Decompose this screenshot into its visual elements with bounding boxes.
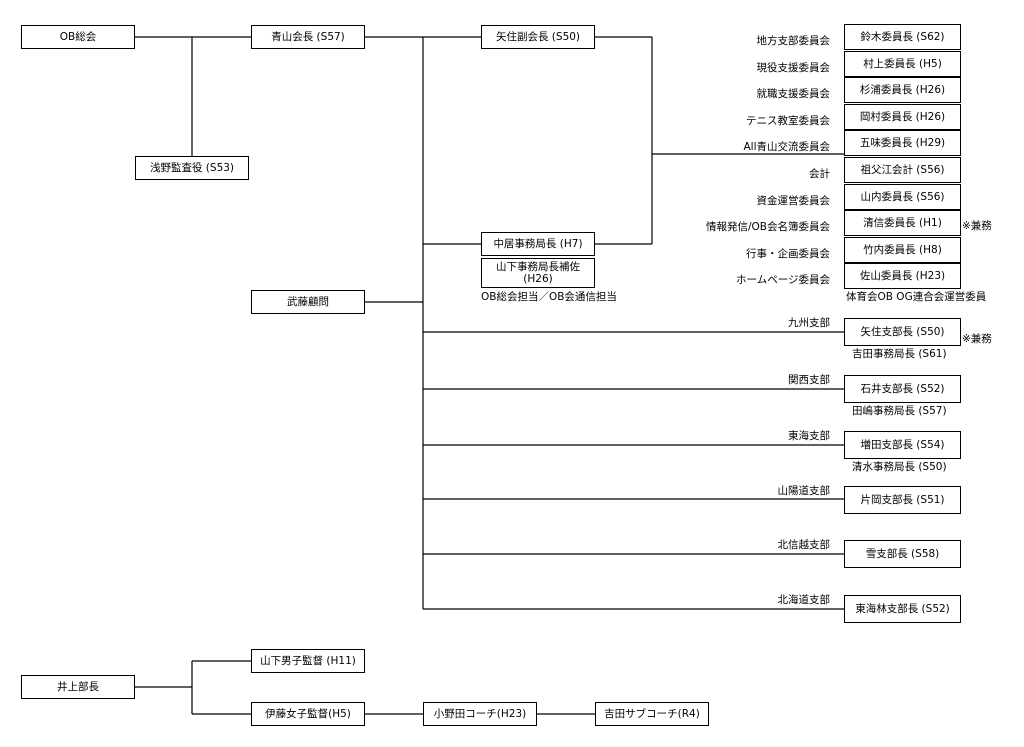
branch-head-box: 雪支部長 (S58) bbox=[844, 540, 961, 568]
committee-name: ホームページ委員会 bbox=[736, 274, 830, 287]
kenmu-note-committee: ※兼務 bbox=[962, 220, 992, 232]
yamashita-assistant-box: 山下事務局長補佐 (H26) bbox=[481, 258, 595, 288]
yamashita-men-coach-box: 山下男子監督 (H11) bbox=[251, 649, 365, 673]
muto-advisor-box: 武藤顧問 bbox=[251, 290, 365, 314]
committee-name: 情報発信/OB会名簿委員会 bbox=[705, 221, 830, 234]
ob-general-meeting-box: OB総会 bbox=[21, 25, 135, 49]
inoue-head-box: 井上部長 bbox=[21, 675, 135, 699]
branch-name: 北海道支部 bbox=[777, 594, 831, 606]
branch-head-box: 矢住支部長 (S50) bbox=[844, 318, 961, 346]
committee-head-box: 杉浦委員長 (H26) bbox=[844, 77, 961, 104]
branch-secretary-label: 田嶋事務局長 (S57) bbox=[852, 405, 947, 417]
nakai-secretary-general-box: 中居事務局長 (H7) bbox=[481, 232, 595, 256]
committee-head-box: 佐山委員長 (H23) bbox=[844, 263, 961, 290]
asano-auditor-box: 浅野監査役 (S53) bbox=[135, 156, 249, 180]
committee-head-box: 山内委員長 (S56) bbox=[844, 183, 961, 210]
branch-head-box: 東海林支部長 (S52) bbox=[844, 595, 961, 623]
committee-head-box: 鈴木委員長 (S62) bbox=[844, 24, 961, 50]
branch-name: 九州支部 bbox=[788, 317, 830, 329]
committee-head-box: 村上委員長 (H5) bbox=[844, 50, 961, 77]
kenmu-note-branch: ※兼務 bbox=[962, 333, 992, 345]
branch-name: 東海支部 bbox=[788, 430, 830, 442]
committee-name: All青山交流委員会 bbox=[743, 141, 830, 154]
aoyama-chair-box: 青山会長 (S57) bbox=[251, 25, 365, 49]
committee-name: 行事・企画委員会 bbox=[746, 247, 830, 260]
taiiku-federation-note: 体育会OB OG連合会運営委員 bbox=[846, 291, 987, 303]
secretary-role-note: OB総会担当／OB会通信担当 bbox=[481, 291, 617, 303]
yazumi-vice-chair-box: 矢住副会長 (S50) bbox=[481, 25, 595, 49]
committee-head-box: 五味委員長 (H29) bbox=[844, 130, 961, 157]
committee-head-box: 竹内委員長 (H8) bbox=[844, 236, 961, 263]
committee-name: 資金運営委員会 bbox=[756, 194, 831, 207]
branch-head-box: 片岡支部長 (S51) bbox=[844, 486, 961, 514]
committee-name: 就職支援委員会 bbox=[756, 88, 831, 101]
ito-women-coach-box: 伊藤女子監督(H5) bbox=[251, 702, 365, 726]
branch-head-box: 石井支部長 (S52) bbox=[844, 375, 961, 403]
branch-name: 山陽道支部 bbox=[777, 485, 831, 497]
yoshida-subcoach-box: 吉田サブコーチ(R4) bbox=[595, 702, 709, 726]
branch-secretary-label: 清水事務局長 (S50) bbox=[852, 461, 947, 473]
committee-name: 地方支部委員会 bbox=[756, 35, 831, 47]
committee-head-box: 岡村委員長 (H26) bbox=[844, 103, 961, 130]
committee-name: 現役支援委員会 bbox=[756, 61, 831, 74]
onoda-coach-box: 小野田コーチ(H23) bbox=[423, 702, 537, 726]
branch-secretary-label: 吉田事務局長 (S61) bbox=[852, 348, 947, 360]
committee-head-box: 祖父江会計 (S56) bbox=[844, 157, 961, 183]
branch-head-box: 増田支部長 (S54) bbox=[844, 431, 961, 459]
committee-head-box: 清信委員長 (H1) bbox=[844, 210, 961, 237]
committee-name: テニス教室委員会 bbox=[746, 114, 830, 127]
branch-name: 関西支部 bbox=[788, 374, 830, 386]
branch-name: 北信越支部 bbox=[777, 539, 831, 551]
committee-name: 会計 bbox=[809, 168, 830, 180]
